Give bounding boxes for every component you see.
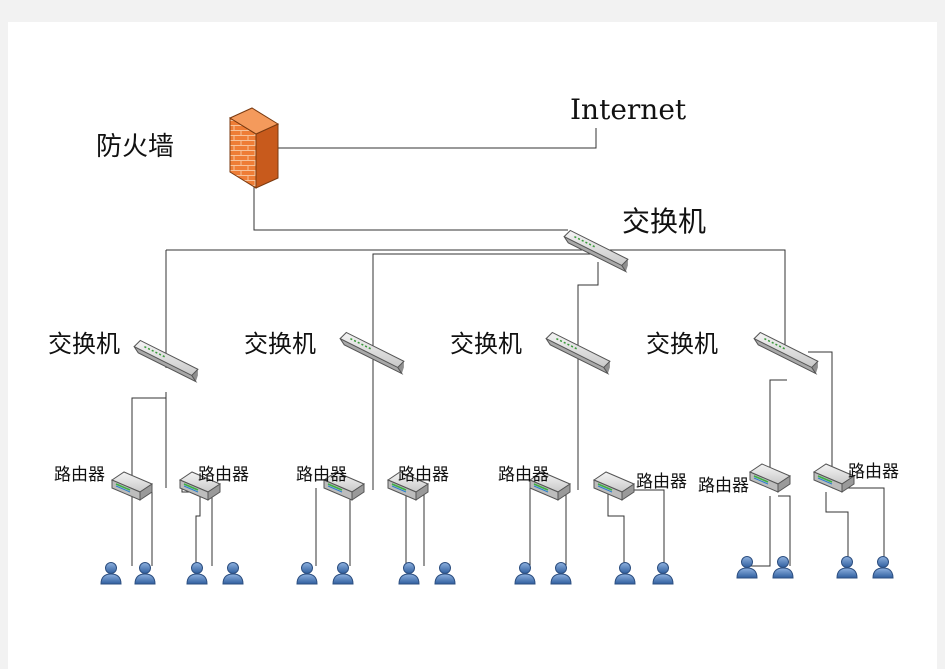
bus-core-to-switches xyxy=(166,249,786,352)
switch-label: 交换机 xyxy=(450,330,522,358)
user-icon xyxy=(736,556,758,579)
router-label: 路由器 xyxy=(296,465,347,485)
user-icon xyxy=(186,562,208,585)
router-label: 路由器 xyxy=(636,472,687,492)
link-core-to-switch3 xyxy=(577,262,599,490)
router-label: 路由器 xyxy=(54,465,105,485)
link-switch4-router8 xyxy=(808,351,833,488)
user-icon xyxy=(550,562,572,585)
link-switch4-router7 xyxy=(769,379,787,488)
firewall-icon xyxy=(228,107,280,189)
user-icon xyxy=(100,562,122,585)
link-firewall-internet xyxy=(254,128,597,149)
core-switch-label: 交换机 xyxy=(622,205,707,238)
user-icon xyxy=(434,562,456,585)
router-label: 路由器 xyxy=(198,465,249,485)
router-icon xyxy=(111,471,153,501)
router-label: 路由器 xyxy=(498,465,549,485)
link-switch1-router1 xyxy=(131,392,167,490)
link-core-to-switch2 xyxy=(372,253,600,490)
user-icon xyxy=(872,556,894,579)
router-icon xyxy=(749,463,791,493)
switch-icon xyxy=(753,331,819,375)
link-firewall-core-switch xyxy=(253,148,568,231)
internet-label: Internet xyxy=(570,93,687,126)
user-icon xyxy=(514,562,536,585)
router-label: 路由器 xyxy=(698,476,749,496)
switch-label: 交换机 xyxy=(646,330,718,358)
router-label: 路由器 xyxy=(398,465,449,485)
user-icon xyxy=(398,562,420,585)
user-icon xyxy=(296,562,318,585)
router-label: 路由器 xyxy=(848,462,899,482)
firewall-label: 防火墙 xyxy=(96,132,175,162)
core-switch-icon xyxy=(563,229,629,273)
user-icon xyxy=(614,562,636,585)
switch-icon xyxy=(339,331,405,375)
switch-label: 交换机 xyxy=(244,330,316,358)
router-icon xyxy=(593,471,635,501)
user-icon xyxy=(836,556,858,579)
user-icon xyxy=(652,562,674,585)
user-icon xyxy=(222,562,244,585)
switch-label: 交换机 xyxy=(48,330,120,358)
